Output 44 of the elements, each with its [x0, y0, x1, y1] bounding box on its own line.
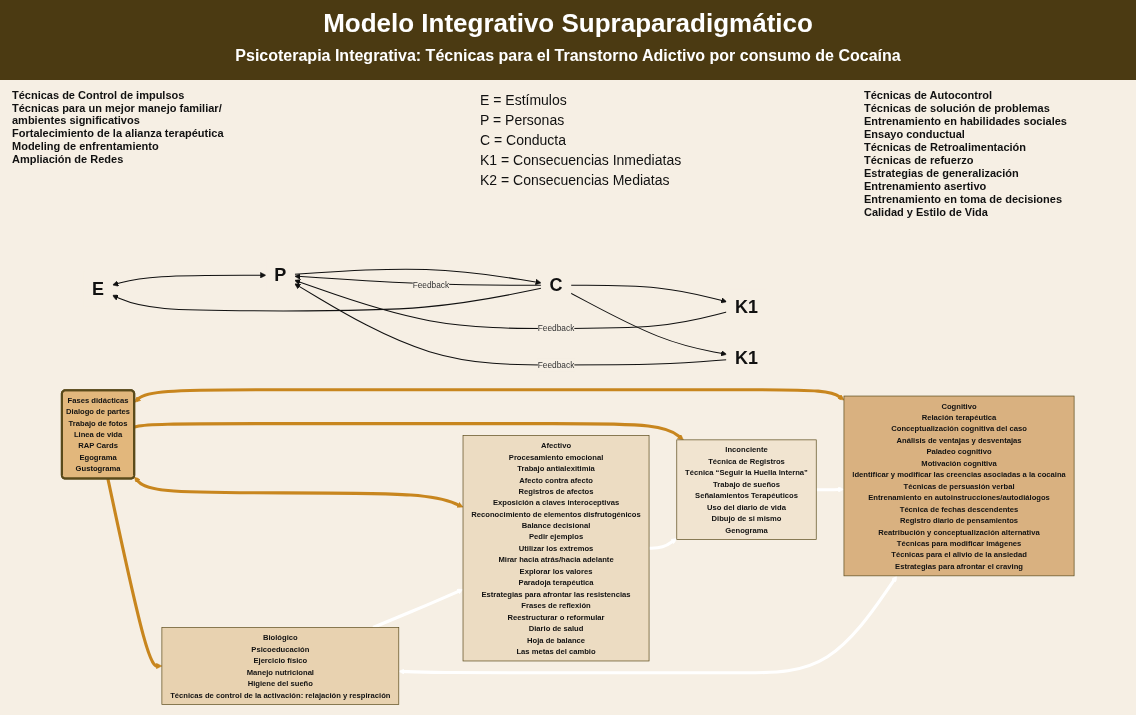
arrow [134, 388, 845, 403]
node-text: C [549, 274, 563, 296]
arrow [570, 284, 727, 304]
technique-item: Técnicas de Autocontrol [864, 89, 993, 101]
technique-item: Técnicas de solución de problemas [864, 102, 1051, 114]
technique-item: Técnicas de Control de impulsos [12, 89, 186, 101]
edge-label: Feedback [537, 360, 575, 370]
key-entry: C = Conducta [480, 132, 567, 148]
arrow [649, 538, 678, 550]
arrow [398, 575, 898, 675]
arrow [816, 486, 845, 493]
arrow [112, 272, 267, 287]
node-text: E [92, 278, 105, 300]
node-text: K1 [734, 296, 759, 317]
title: Modelo Integrativo Supraparadigmático [323, 8, 813, 39]
technique-item: Técnicas de refuerzo [864, 154, 975, 166]
technique-item: Entrenamiento asertivo [864, 180, 988, 192]
key-entry: P = Personas [480, 112, 566, 128]
arrow [294, 279, 728, 330]
edge-label: Feedback [412, 280, 450, 291]
technique-item: Calidad y Estilo de Vida [864, 206, 989, 218]
node-text: K1 [734, 347, 759, 369]
arrow [112, 287, 542, 312]
arrow [570, 292, 727, 357]
technique-item: Ensayo conductual [864, 128, 966, 140]
arrow [294, 283, 728, 366]
key-entry: K1 = Consecuencias Inmediatas [480, 152, 683, 168]
technique-item: Técnicas de Retroalimentación [864, 141, 1027, 153]
technique-item: Ampliación de Redes [12, 153, 125, 165]
technique-item: Modeling de enfrentamiento [12, 140, 160, 152]
technique-item: Entrenamiento en habilidades sociales [864, 115, 1068, 127]
technique-item: Fortalecimiento de la alianza terapéutica [12, 127, 225, 139]
technique-item: Técnicas para un mejor manejo familiar/ ambientes significativos [12, 102, 223, 126]
arrow [134, 476, 464, 508]
arrow [106, 478, 163, 670]
node-text: P [274, 264, 287, 286]
arrow [372, 588, 464, 629]
key-entry: E = Estímulos [480, 92, 568, 108]
arrow [134, 422, 684, 441]
key-entry: K2 = Consecuencias Mediatas [480, 172, 671, 188]
subtitle: Psicoterapia Integrativa: Técnicas para el Transtorno Adictivo por consumo de Cocaína [235, 47, 901, 65]
edge-label: Feedback [537, 323, 575, 334]
technique-item: Estrategias de generalización [864, 167, 1020, 179]
technique-item: Entrenamiento en toma de decisiones [864, 193, 1064, 205]
